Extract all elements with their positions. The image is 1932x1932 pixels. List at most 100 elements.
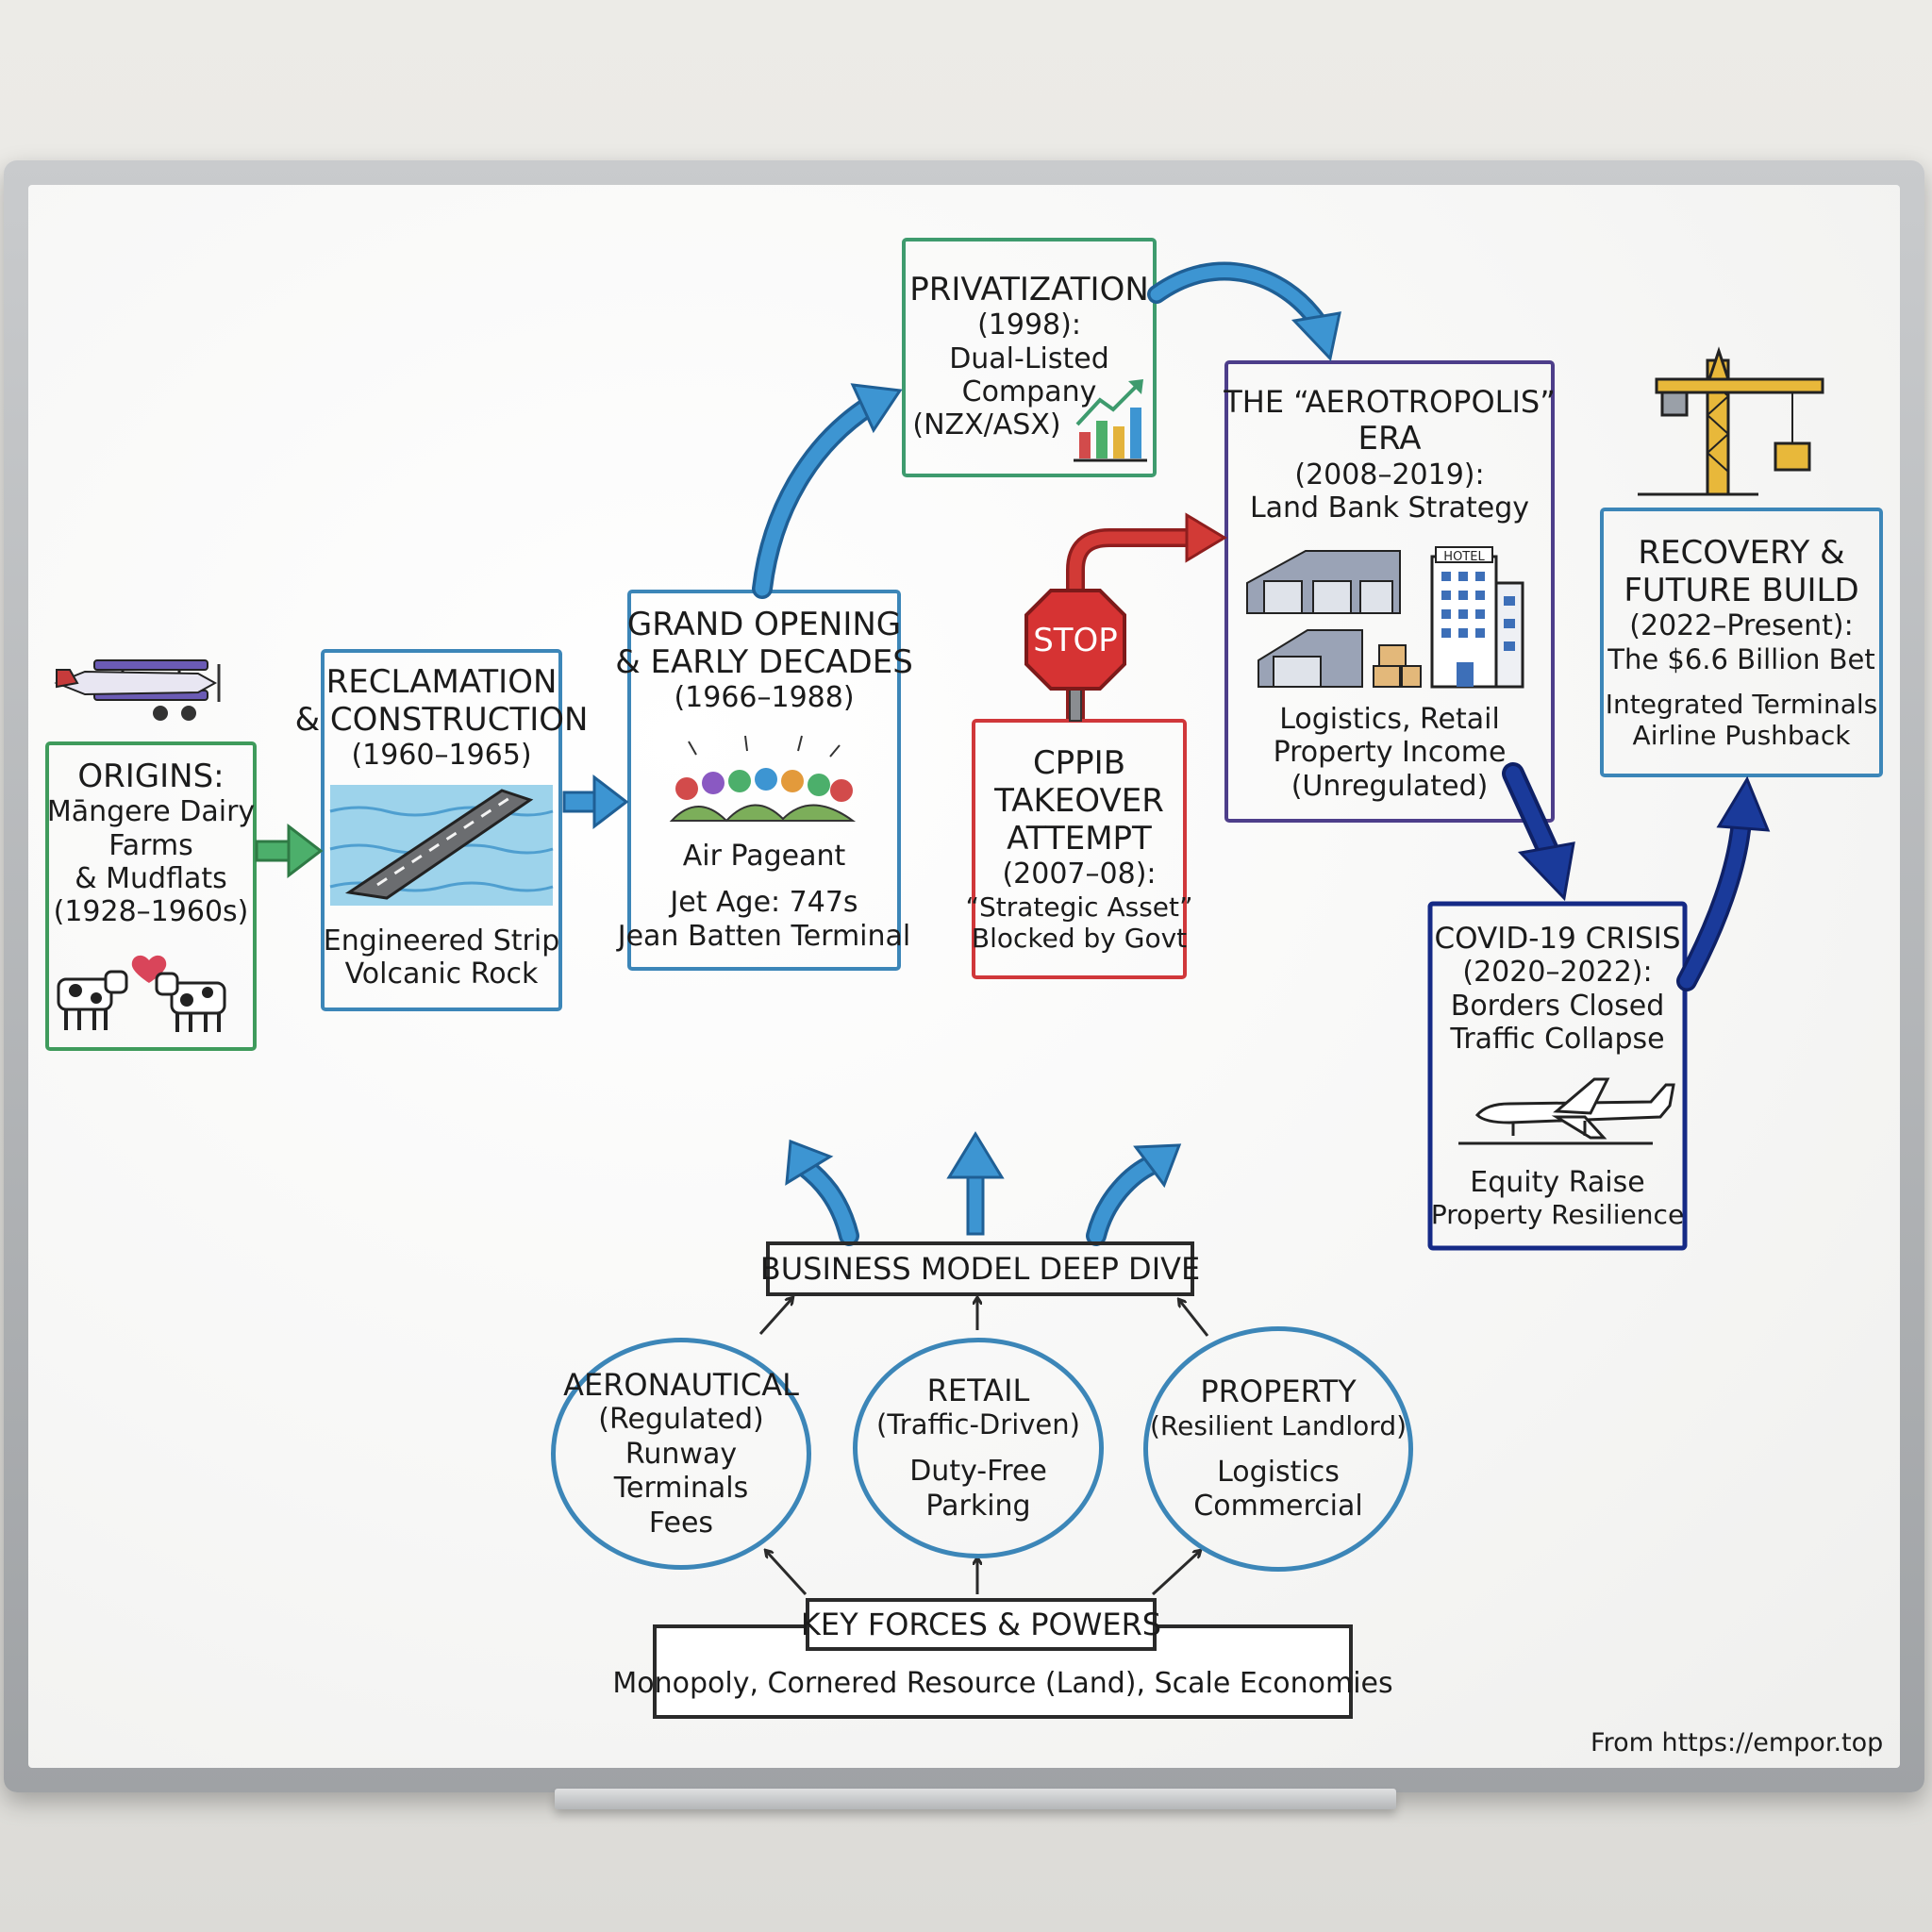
covid-line: Traffic Collapse <box>1450 1022 1665 1056</box>
grand-opening-years: (1966–1988) <box>674 681 855 715</box>
crowd-icon <box>669 735 857 823</box>
recovery-box: RECOVERY & FUTURE BUILD (2022–Present): … <box>1606 515 1877 770</box>
business-model-header: BUSINESS MODEL DEEP DIVE <box>760 1241 1200 1296</box>
origins-box-border <box>45 741 257 1051</box>
origins-line: & Mudflats <box>75 862 227 896</box>
aerotropolis-box-border <box>1224 360 1555 823</box>
airliner-icon <box>1458 1077 1675 1145</box>
grand-opening-line: Jean Batten Terminal <box>617 919 911 953</box>
aerotropolis-title: ERA <box>1357 420 1422 458</box>
aerotropolis-box-footer: Logistics, Retail Property Income (Unreg… <box>1230 694 1549 811</box>
covid-title: COVID-19 CRISIS <box>1434 921 1681 956</box>
aerotropolis-line: Property Income <box>1273 736 1507 770</box>
cppib-line: Blocked by Govt <box>971 922 1188 954</box>
segment-title: RETAIL <box>926 1372 1030 1408</box>
source-credit: From https://empor.top <box>1591 1728 1884 1757</box>
key-forces-detail: Monopoly, Cornered Resource (Land), Scal… <box>612 1667 1393 1700</box>
arrow-reclamation-to-opening <box>562 774 629 830</box>
segment-qualifier: (Traffic-Driven) <box>876 1407 1080 1441</box>
origins-title: ORIGINS: <box>77 758 225 796</box>
segment-line: Fees <box>648 1506 714 1540</box>
biplane-icon <box>54 659 221 721</box>
recovery-years: (2022–Present): <box>1629 609 1854 643</box>
segment-qualifier: (Resilient Landlord) <box>1149 1409 1407 1441</box>
covid-box-header: COVID-19 CRISIS (2020–2022): Borders Clo… <box>1434 909 1681 1068</box>
cppib-years: (2007–08): <box>1002 858 1157 891</box>
covid-line: Equity Raise <box>1470 1165 1645 1199</box>
marker-tray <box>555 1789 1396 1809</box>
origins-box: ORIGINS: Māngere Dairy Farms & Mudflats … <box>46 753 256 934</box>
construction-crane-icon <box>1638 346 1824 496</box>
cow-icon <box>57 970 128 1030</box>
business-model-header-text: BUSINESS MODEL DEEP DIVE <box>759 1251 1201 1287</box>
reclamation-box-header: RECLAMATION & CONSTRUCTION (1960–1965) <box>295 657 589 779</box>
growth-chart-icon <box>1074 379 1147 462</box>
privatization-line: Dual-Listed <box>949 341 1109 375</box>
segment-line: Logistics <box>1217 1455 1340 1489</box>
arrow-opening-to-privatization <box>752 383 903 599</box>
segment-title: PROPERTY <box>1200 1374 1357 1410</box>
aerotropolis-subtitle: Land Bank Strategy <box>1249 491 1530 525</box>
arrow-cppib-to-aerotropolis <box>1066 512 1227 719</box>
aerotropolis-line: Logistics, Retail <box>1279 702 1500 736</box>
segment-property: PROPERTY (Resilient Landlord) Logistics … <box>1143 1326 1413 1572</box>
covid-years: (2020–2022): <box>1462 956 1653 990</box>
reclamation-line: Volcanic Rock <box>344 958 539 991</box>
segment-line: Runway <box>625 1437 738 1471</box>
warehouse-icon <box>1246 550 1422 688</box>
reclamation-line: Engineered Strip <box>323 924 560 958</box>
origins-line: (1928–1960s) <box>53 895 249 929</box>
recovery-box-border <box>1600 508 1883 777</box>
segment-title: AERONAUTICAL <box>563 1366 799 1403</box>
reclamation-box-border <box>321 649 562 1011</box>
recovery-title: RECOVERY & <box>1638 534 1845 573</box>
aerotropolis-years: (2008–2019): <box>1294 458 1485 491</box>
privatization-box-border <box>902 238 1157 477</box>
privatization-title: PRIVATIZATION <box>909 271 1149 309</box>
reclamation-title: & CONSTRUCTION <box>294 701 589 740</box>
hotel-sign-text: HOTEL <box>1443 550 1485 564</box>
cppib-box: CPPIB TAKEOVER ATTEMPT (2007–08): “Strat… <box>965 726 1192 972</box>
origins-line: Māngere Dairy <box>46 795 256 829</box>
segment-line: Commercial <box>1193 1490 1363 1524</box>
reclamation-years: (1960–1965) <box>351 739 532 773</box>
aerotropolis-line: (Unregulated) <box>1291 769 1489 803</box>
connector-arrows <box>758 1298 1209 1596</box>
cppib-title: CPPIB <box>1032 744 1126 783</box>
covid-box-border <box>1427 901 1688 1251</box>
covid-line: Borders Closed <box>1450 989 1665 1023</box>
arrow-business-left <box>785 1139 859 1246</box>
stop-sign-text: STOP <box>1033 622 1118 659</box>
segment-aeronautical: AERONAUTICAL (Regulated) Runway Terminal… <box>551 1338 811 1570</box>
segment-line: Parking <box>925 1489 1031 1523</box>
arrow-business-center <box>946 1131 1005 1236</box>
stop-sign-icon <box>1024 589 1126 722</box>
arrow-covid-to-recovery <box>1676 775 1771 991</box>
covid-box-footer: Equity Raise Property Resilience <box>1431 1155 1684 1241</box>
grand-opening-title: & EARLY DECADES <box>615 643 913 682</box>
cppib-title: ATTEMPT <box>1007 820 1152 858</box>
arrow-business-right <box>1086 1143 1182 1246</box>
segment-line: Duty-Free <box>909 1455 1047 1489</box>
cppib-line: “Strategic Asset” <box>965 891 1193 923</box>
aerotropolis-box-header: THE “AEROTROPOLIS” ERA (2008–2019): Land… <box>1224 370 1556 540</box>
arrow-origins-to-reclamation <box>255 823 324 879</box>
cow-icon <box>155 972 226 1032</box>
reclamation-title: RECLAMATION <box>325 663 558 702</box>
grand-opening-box-header: GRAND OPENING & EARLY DECADES (1966–1988… <box>615 596 913 724</box>
reclamation-box-footer: Engineered Strip Volcanic Rock <box>323 915 560 1000</box>
key-forces-title-box: KEY FORCES & POWERS <box>801 1598 1161 1651</box>
privatization-box: PRIVATIZATION (1998): Dual-Listed Compan… <box>908 243 1151 470</box>
grand-opening-line: Jet Age: 747s <box>670 886 858 920</box>
aerotropolis-title: THE “AEROTROPOLIS” <box>1224 383 1556 420</box>
hotel-icon <box>1430 546 1524 689</box>
segment-line: Terminals <box>613 1472 749 1506</box>
key-forces-title: KEY FORCES & POWERS <box>800 1607 1162 1642</box>
privatization-line: (NZX/ASX) <box>912 408 1061 442</box>
arrow-privatization-to-aerotropolis <box>1147 261 1341 362</box>
grand-opening-title: GRAND OPENING <box>626 606 902 644</box>
recovery-line: Integrated Terminals <box>1605 688 1878 720</box>
runway-icon <box>329 785 554 906</box>
privatization-years: (1998): <box>977 308 1081 342</box>
